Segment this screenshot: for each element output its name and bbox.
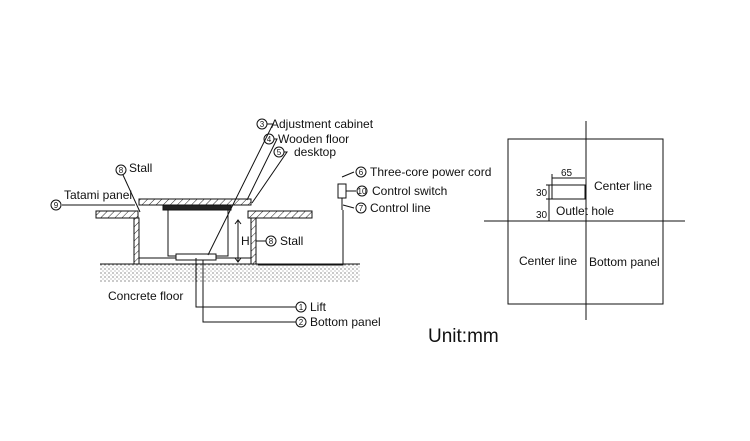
- label-three-core-power-cord: Three-core power cord: [370, 165, 491, 179]
- svg-text:2: 2: [299, 318, 304, 327]
- svg-text:9: 9: [54, 201, 59, 210]
- label-center-line-bottom: Center line: [519, 254, 577, 268]
- label-bottom-panel: Bottom panel: [310, 315, 381, 329]
- label-concrete-floor: Concrete floor: [108, 289, 183, 303]
- label-lift: Lift: [310, 300, 327, 314]
- label-desktop: desktop: [294, 145, 336, 159]
- label-stall-top: Stall: [129, 161, 152, 175]
- svg-text:8: 8: [269, 237, 274, 246]
- svg-text:8: 8: [119, 166, 124, 175]
- label-center-line-top: Center line: [594, 179, 652, 193]
- height-label: H: [241, 234, 250, 248]
- concrete-floor: [100, 264, 360, 282]
- label-control-line: Control line: [370, 201, 431, 215]
- control-switch: [337, 183, 347, 199]
- callout-numbers: 3 4 5 8 9 8 6 10 7 1 2: [50, 118, 368, 328]
- label-wooden-floor: Wooden floor: [278, 132, 349, 146]
- lift-cabinet: [167, 209, 229, 257]
- label-tatami-panel: Tatami panel: [64, 188, 132, 202]
- tatami-panel-right: [247, 210, 313, 219]
- label-plan-bottom-panel: Bottom panel: [589, 255, 660, 269]
- svg-text:6: 6: [359, 168, 364, 177]
- unit-label: Unit:mm: [428, 326, 499, 347]
- section-view: H: [62, 123, 360, 323]
- label-outlet-hole: Outlet hole: [556, 204, 614, 218]
- pit-wall-left: [133, 217, 140, 265]
- svg-text:3: 3: [260, 120, 265, 129]
- svg-text:4: 4: [267, 135, 272, 144]
- plan-view: 65 30 30 Center line Outlet hole Center …: [484, 121, 685, 320]
- tatami-panel-left: [95, 210, 139, 219]
- svg-text:7: 7: [359, 204, 364, 213]
- label-stall-side: Stall: [280, 234, 303, 248]
- label-control-switch: Control switch: [372, 184, 447, 198]
- svg-text:5: 5: [277, 148, 282, 157]
- pit-wall-right: [250, 217, 257, 265]
- outlet-hole: [551, 184, 586, 200]
- svg-text:1: 1: [299, 303, 304, 312]
- dim-h2: 30: [536, 210, 548, 221]
- dim-width: 65: [561, 168, 573, 179]
- label-adjustment-cabinet: Adjustment cabinet: [271, 117, 374, 131]
- wooden-floor: [162, 204, 232, 211]
- svg-text:10: 10: [358, 187, 367, 196]
- dim-h1: 30: [536, 188, 548, 199]
